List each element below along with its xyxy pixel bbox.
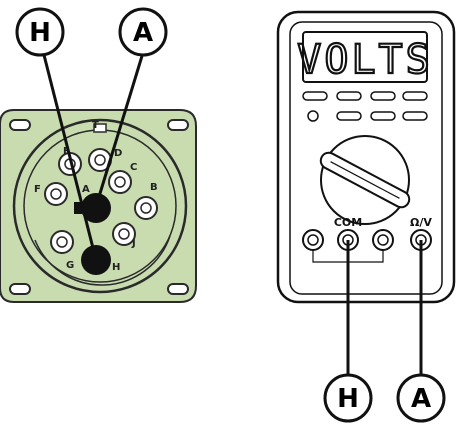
callout-a-meter-label: A [411, 384, 431, 414]
meter-button[interactable] [302, 91, 328, 101]
display-text: VOLTS [297, 37, 432, 83]
pin-f: F [34, 182, 68, 206]
key-notch [93, 123, 107, 133]
meter-button[interactable] [402, 111, 428, 121]
jack-com-label: COM [334, 216, 362, 229]
lead-a-connector [96, 55, 144, 201]
jack-ohm-volt-label: Ω/V [410, 216, 432, 229]
pin-h-label: H [112, 262, 120, 273]
callout-h-connector: H [15, 7, 65, 57]
callout-a-connector-label: A [133, 18, 153, 48]
pin-c-label: C [130, 162, 137, 173]
jack-3[interactable] [372, 229, 394, 251]
meter-button[interactable] [370, 111, 396, 121]
pin-g-label: G [66, 260, 74, 271]
connector-ring-arc [34, 235, 171, 286]
rotary-dial[interactable] [318, 135, 412, 225]
meter-display [302, 31, 428, 83]
pin-a: A [74, 184, 111, 223]
multimeter: VOLTS COM Ω/V [276, 10, 456, 304]
connector: T E D C F A B [0, 109, 197, 303]
pin-e-label: E [63, 146, 70, 157]
meter-button[interactable] [336, 111, 362, 121]
mount-slot [167, 119, 189, 131]
pin-h: H [81, 245, 120, 275]
callout-a-connector: A [118, 7, 168, 57]
mount-slot [9, 119, 31, 131]
mount-slot [9, 283, 31, 295]
lead-h-connector [42, 54, 96, 253]
callout-h-connector-label: H [29, 18, 51, 48]
pin-c: C [108, 162, 137, 194]
mount-slot [167, 283, 189, 295]
callout-h-meter-label: H [337, 384, 359, 414]
pin-b-label: B [150, 182, 158, 193]
pin-f-label: F [34, 184, 41, 195]
meter-button-round[interactable] [307, 110, 319, 122]
pin-b: B [134, 182, 158, 220]
pin-j: J [112, 222, 136, 249]
meter-button[interactable] [336, 91, 362, 101]
top-mark-label: T [92, 120, 99, 131]
meter-button[interactable] [402, 91, 428, 101]
callout-h-meter: H [323, 373, 373, 423]
meter-button[interactable] [370, 91, 396, 101]
pin-a-label: A [82, 184, 90, 195]
callout-a-meter: A [396, 373, 446, 423]
jack-1[interactable] [302, 229, 324, 251]
pin-j-label: J [131, 238, 136, 249]
pin-d-label: D [114, 148, 122, 159]
pin-g: G [50, 230, 74, 271]
